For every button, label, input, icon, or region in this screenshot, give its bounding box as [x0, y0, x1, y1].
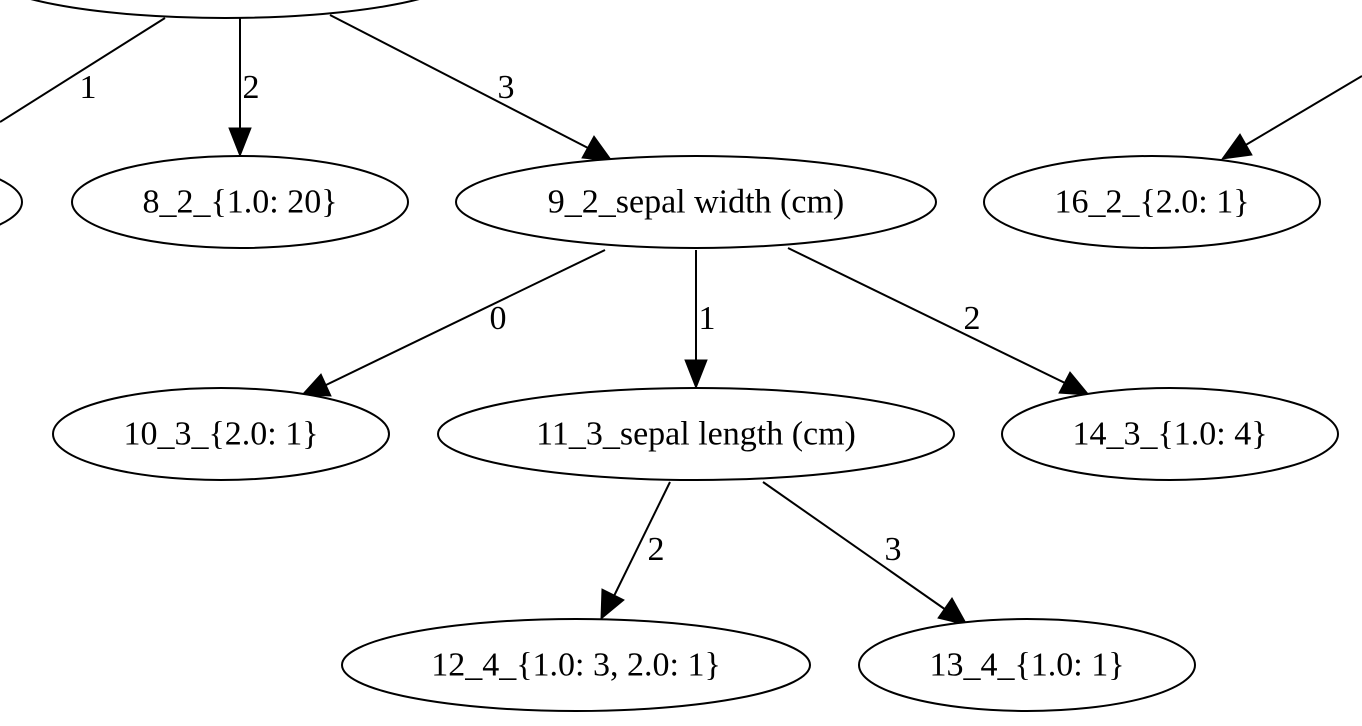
top-parent-node-partial [30, 0, 420, 19]
node-label: 12_4_{1.0: 3, 2.0: 1} [431, 647, 721, 684]
node-label: 9_2_sepal width (cm) [548, 184, 845, 221]
node-14: 14_3_{1.0: 4} [1001, 387, 1339, 481]
edge-top-to-node-8: 2 [228, 18, 260, 158]
node-label: 16_2_{2.0: 1} [1054, 184, 1249, 221]
edge-label: 0 [490, 300, 507, 337]
edge-label: 1 [80, 69, 97, 106]
edge-node-11-to-node-12: 2 [600, 481, 671, 621]
node-label: 11_3_sepal length (cm) [536, 416, 856, 453]
node-label: 10_3_{2.0: 1} [123, 416, 318, 453]
node-9: 9_2_sepal width (cm) [455, 155, 937, 249]
edge-node-9-to-node-10: 0 [300, 249, 606, 397]
edge-label: 2 [648, 531, 665, 568]
edge-label: 3 [885, 531, 902, 568]
edge-label: 1 [699, 300, 716, 337]
edge-top-to-node-9: 3 [329, 14, 614, 162]
node-label: 13_4_{1.0: 1} [929, 647, 1124, 684]
edge-right-parent-to-node-16 [1220, 75, 1362, 160]
node-label: 14_3_{1.0: 4} [1072, 416, 1267, 453]
top-right-parent-node-partial [1330, 0, 1362, 18]
edge-node-9-to-node-11: 1 [684, 250, 716, 390]
edge-label: 3 [498, 69, 515, 106]
edge-label: 2 [243, 69, 260, 106]
node-label: 8_2_{1.0: 20} [142, 184, 337, 221]
edge-node-11-to-node-13: 3 [762, 481, 968, 626]
node-16: 16_2_{2.0: 1} [983, 155, 1321, 249]
node-11: 11_3_sepal length (cm) [437, 387, 955, 481]
node-13: 13_4_{1.0: 1} [858, 618, 1196, 712]
node-8: 8_2_{1.0: 20} [71, 155, 409, 249]
node-10: 10_3_{2.0: 1} [52, 387, 390, 481]
edge-top-to-left: 1 [0, 17, 166, 123]
edge-label: 2 [964, 300, 981, 337]
edge-node-9-to-node-14: 2 [787, 247, 1091, 396]
node-12: 12_4_{1.0: 3, 2.0: 1} [341, 618, 811, 712]
left-child-node-partial [0, 178, 23, 226]
